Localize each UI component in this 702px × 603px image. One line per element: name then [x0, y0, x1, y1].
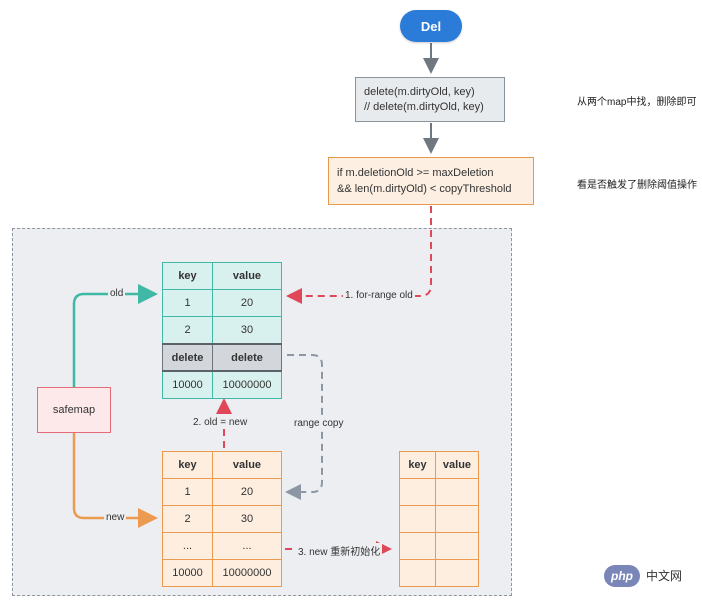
empty-cell [399, 505, 436, 533]
empty-cell [399, 532, 436, 560]
condition-box: if m.deletionOld >= maxDeletion && len(m… [328, 157, 534, 205]
reinit-label: 3. new 重新初始化 [296, 543, 383, 558]
cell-value: 10000000 [212, 370, 282, 399]
table-row: 10000 10000000 [162, 370, 282, 399]
table-row: 2 30 [162, 505, 282, 533]
table-row: 1 20 [162, 289, 282, 317]
cell-value: 20 [212, 289, 282, 317]
header-value: value [212, 262, 282, 290]
reinit-table: key value [399, 451, 479, 587]
table-header-row: key value [162, 451, 282, 479]
old-table: key value 1 20 2 30 delete delete 10000 … [162, 262, 282, 399]
old-edge-label: old [108, 288, 126, 299]
range-copy-label: range copy [292, 418, 346, 429]
cell-key: 1 [162, 289, 213, 317]
safemap-old-connector [72, 284, 158, 387]
start-node-del: Del [400, 10, 462, 42]
empty-cell [399, 478, 436, 506]
cell-key: 10000 [162, 559, 213, 587]
header-value: value [435, 451, 479, 479]
cell-key: 10000 [162, 370, 213, 399]
cell-deleted-key: delete [162, 343, 213, 372]
for-range-old-connector [286, 206, 432, 304]
cell-key: 2 [162, 505, 213, 533]
new-table: key value 1 20 2 30 ... ... 10000 100000… [162, 451, 282, 587]
condition-box-line1: if m.deletionOld >= maxDeletion [337, 167, 494, 179]
table-row: 2 30 [162, 316, 282, 345]
empty-cell [399, 559, 436, 587]
table-header-row: key value [399, 451, 479, 479]
cell-value: 30 [212, 505, 282, 533]
cell-value: 10000000 [212, 559, 282, 587]
table-row [399, 478, 479, 506]
header-key: key [162, 451, 213, 479]
header-value: value [212, 451, 282, 479]
table-row [399, 532, 479, 560]
table-row: ... ... [162, 532, 282, 560]
header-key: key [162, 262, 213, 290]
cell-key: ... [162, 532, 213, 560]
old-eq-new-label: 2. old = new [191, 417, 250, 428]
safemap-new-connector [72, 433, 158, 528]
condition-box-line2: && len(m.dirtyOld) < copyThreshold [337, 183, 512, 195]
delete-box: delete(m.dirtyOld, key) // delete(m.dirt… [355, 77, 505, 122]
table-row: 1 20 [162, 478, 282, 506]
new-edge-label: new [104, 512, 127, 523]
cell-value: 20 [212, 478, 282, 506]
for-range-old-label: 1. for-range old [343, 290, 415, 301]
delete-box-line2: // delete(m.dirtyOld, key) [364, 101, 484, 113]
empty-cell [435, 478, 479, 506]
watermark-logo: php [604, 565, 640, 587]
delete-note: 从两个map中找，删除即可 [577, 97, 697, 108]
table-header-row: key value [162, 262, 282, 290]
cell-key: 1 [162, 478, 213, 506]
empty-cell [435, 532, 479, 560]
delete-box-line1: delete(m.dirtyOld, key) [364, 86, 475, 98]
header-key: key [399, 451, 436, 479]
empty-cell [435, 559, 479, 587]
safemap-node: safemap [37, 387, 111, 433]
table-row [399, 505, 479, 533]
watermark-text: 中文网 [646, 569, 683, 583]
condition-note: 看是否触发了删除阈值操作 [577, 180, 697, 191]
cell-key: 2 [162, 316, 213, 345]
cell-value: ... [212, 532, 282, 560]
empty-cell [435, 505, 479, 533]
cell-value: 30 [212, 316, 282, 345]
cell-deleted-value: delete [212, 343, 282, 372]
deleted-row: delete delete [162, 343, 282, 372]
table-row: 10000 10000000 [162, 559, 282, 587]
table-row [399, 559, 479, 587]
